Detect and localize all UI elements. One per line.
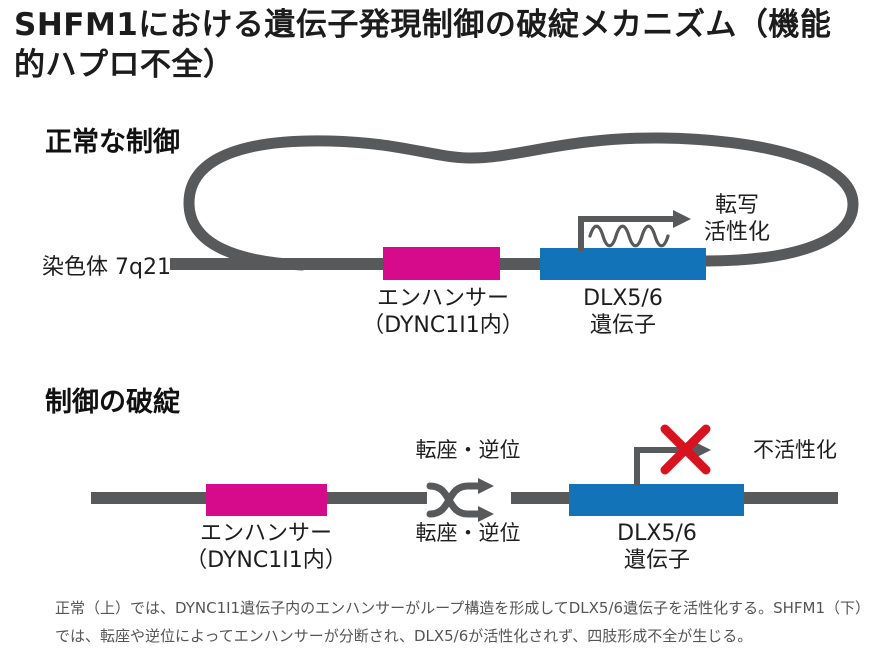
enhancer-label-line2: （DYNC1I1内） [362, 313, 524, 338]
gene-label-line2: 遺伝子 [589, 313, 656, 338]
enhancer-label-line1: エンハンサー [376, 286, 510, 311]
gene-box-broken [569, 484, 744, 516]
broken-section-heading: 制御の破綻 [45, 387, 180, 418]
figure-title: SHFM1における遺伝子発現制御の破綻メカニズム（機能的ハプロ不全） [14, 7, 832, 83]
translocation-label-bottom: 転座・逆位 [415, 521, 521, 545]
gene-label-line1: DLX5/6 [617, 521, 697, 546]
gene-box-normal [540, 248, 706, 280]
gene-label-line1: DLX5/6 [583, 286, 663, 311]
transcription-arrow [578, 216, 673, 251]
transcription-arrowhead-icon [673, 210, 691, 228]
transcription-label-line2: 活性化 [703, 220, 771, 245]
enhancer-box-broken [206, 484, 327, 516]
enhancer-label-line1: エンハンサー [199, 521, 333, 546]
red-x-icon [660, 424, 711, 475]
gene-label-line2: 遺伝子 [623, 548, 690, 573]
translocation-label-top: 転座・逆位 [415, 438, 521, 462]
enhancer-label-line2: （DYNC1I1内） [185, 548, 347, 573]
enhancer-label-normal: エンハンサー （DYNC1I1内） [362, 285, 523, 339]
transcription-label-line1: 転写 [714, 193, 760, 218]
gene-label-broken: DLX5/6 遺伝子 [617, 520, 697, 574]
inactivation-arrow [634, 447, 693, 486]
inactivation-label: 不活性化 [753, 438, 837, 462]
chromatin-loop [183, 132, 859, 271]
enhancer-label-broken: エンハンサー （DYNC1I1内） [185, 520, 346, 574]
inactivation-arrowhead-icon [693, 441, 711, 459]
transcription-label: 転写 活性化 [704, 192, 770, 246]
figure-caption: 正常（上）では、DYNC1I1遺伝子内のエンハンサーがループ構造を形成してDLX… [55, 599, 863, 645]
normal-section-heading: 正常な制御 [45, 127, 180, 158]
translocation-cross-icon [426, 478, 494, 522]
chromosome-label: 染色体 7q21 [42, 255, 171, 280]
gene-label-normal: DLX5/6 遺伝子 [583, 285, 663, 339]
rna-squiggle-icon [588, 224, 670, 248]
enhancer-box-normal [383, 247, 500, 280]
